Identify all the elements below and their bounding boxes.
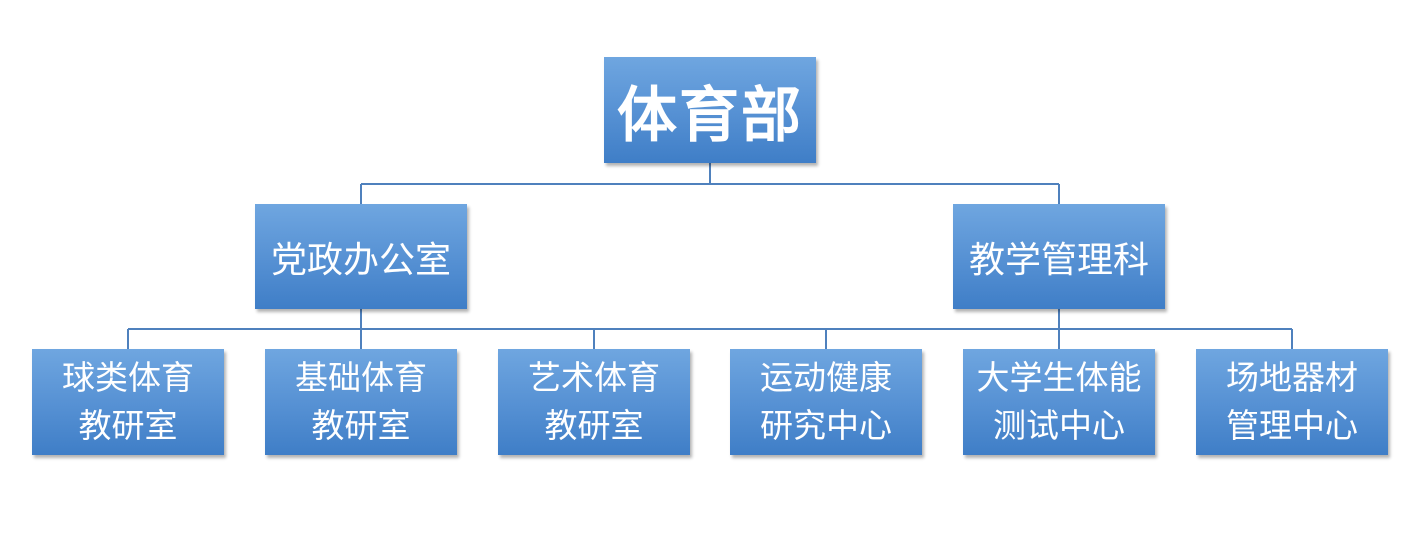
node-teaching-management: 教学管理科 xyxy=(953,204,1165,309)
node-root: 体育部 xyxy=(604,57,816,163)
node-party-office: 党政办公室 xyxy=(255,204,467,309)
node-label-line2: 管理中心 xyxy=(1226,406,1358,445)
node-basic-sports: 基础体育 教研室 xyxy=(265,349,457,455)
node-label-line1: 大学生体能 xyxy=(976,358,1142,397)
node-label-line1: 场地器材 xyxy=(1226,358,1358,397)
node-health-research: 运动健康 研究中心 xyxy=(730,349,922,455)
node-label-line1: 艺术体育 xyxy=(528,358,660,397)
node-label-line2: 测试中心 xyxy=(993,406,1125,445)
node-label-line2: 教研室 xyxy=(544,406,644,445)
node-ball-sports: 球类体育 教研室 xyxy=(32,349,224,455)
node-party-office-label: 党政办公室 xyxy=(270,239,451,281)
node-fitness-testing: 大学生体能 测试中心 xyxy=(963,349,1155,455)
node-label-line2: 研究中心 xyxy=(760,406,892,445)
node-teaching-management-label: 教学管理科 xyxy=(968,239,1149,281)
node-root-label: 体育部 xyxy=(617,80,803,151)
node-label-line1: 基础体育 xyxy=(295,358,427,397)
node-label-line1: 运动健康 xyxy=(760,358,892,397)
node-label-line2: 教研室 xyxy=(78,406,178,445)
node-venue-equipment: 场地器材 管理中心 xyxy=(1196,349,1388,455)
node-label-line2: 教研室 xyxy=(311,406,411,445)
node-art-sports: 艺术体育 教研室 xyxy=(498,349,690,455)
node-label-line1: 球类体育 xyxy=(62,358,194,397)
